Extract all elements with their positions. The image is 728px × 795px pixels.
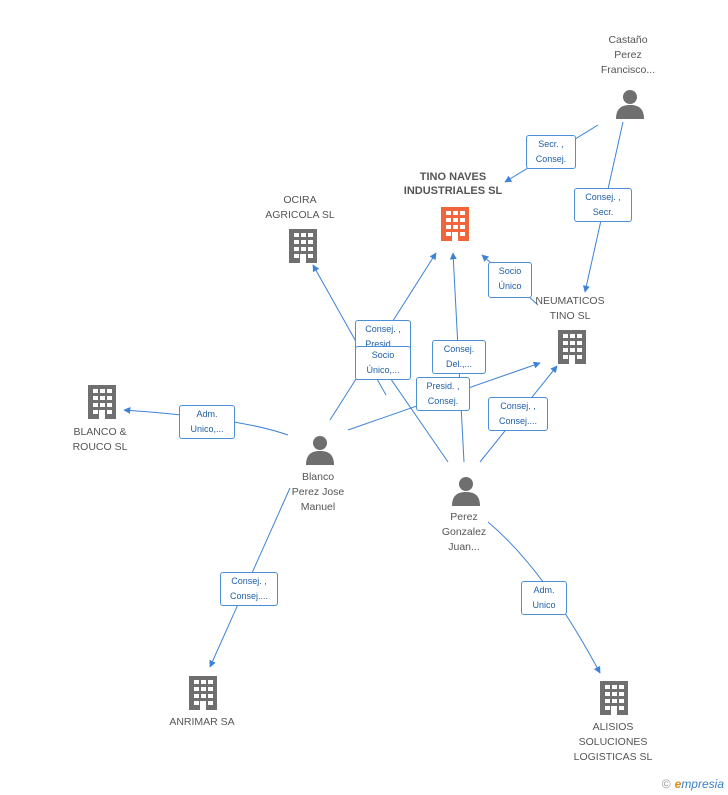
brand-name: mpresia	[681, 777, 724, 791]
edge-label-blanco-anrimar[interactable]: Consej. , Consej....	[220, 572, 278, 606]
edge-perez-ocira	[385, 371, 449, 463]
brand-initial: e	[674, 777, 682, 791]
edge-label-castano-tino[interactable]: Secr. , Consej.	[526, 135, 576, 169]
person-icon[interactable]	[304, 435, 336, 465]
edge-label-perez-tino[interactable]: Consej. Del.,...	[432, 340, 486, 374]
edge-label-castano-neumaticos[interactable]: Consej. , Secr.	[574, 188, 632, 222]
edge-label-perez-neumaticos[interactable]: Consej. , Consej....	[488, 397, 548, 431]
building-icon[interactable]	[597, 680, 631, 716]
company-label-ocira[interactable]: OCIRA AGRICOLA SL	[265, 194, 335, 221]
person-icon[interactable]	[614, 89, 646, 119]
building-icon[interactable]	[555, 329, 589, 365]
company-label-blanco-rouco[interactable]: BLANCO & ROUCO SL	[72, 426, 128, 453]
copyright-symbol: ©	[661, 777, 671, 791]
person-label-castano[interactable]: Castaño Perez Francisco...	[600, 34, 656, 76]
company-label-anrimar[interactable]: ANRIMAR SA	[169, 716, 235, 728]
building-icon[interactable]	[186, 675, 220, 711]
person-label-perez-gonzalez[interactable]: Perez Gonzalez Juan...	[441, 511, 487, 553]
edge-label-perez-alisios[interactable]: Adm. Unico	[521, 581, 567, 615]
edge-label-blanco-neumaticos[interactable]: Presid. , Consej.	[416, 377, 470, 411]
person-icon[interactable]	[450, 476, 482, 506]
building-icon[interactable]	[286, 228, 320, 264]
edge-label-neumaticos-tino[interactable]: Socio Único	[488, 262, 532, 298]
company-label-neumaticos[interactable]: NEUMATICOS TINO SL	[535, 295, 605, 322]
company-label-alisios[interactable]: ALISIOS SOLUCIONES LOGISTICAS SL	[573, 721, 653, 763]
edge-label-blanco-rouco[interactable]: Adm. Unico,...	[179, 405, 235, 439]
building-icon[interactable]	[85, 384, 119, 420]
building-icon[interactable]	[438, 206, 472, 242]
focus-company-label[interactable]: TINO NAVES INDUSTRIALES SL	[403, 171, 503, 197]
person-label-blanco-perez[interactable]: Blanco Perez Jose Manuel	[291, 471, 345, 513]
brand-logo[interactable]: ©empresia	[662, 777, 724, 791]
edge-label-blanco-ocira[interactable]: Socio Único,...	[355, 346, 411, 380]
